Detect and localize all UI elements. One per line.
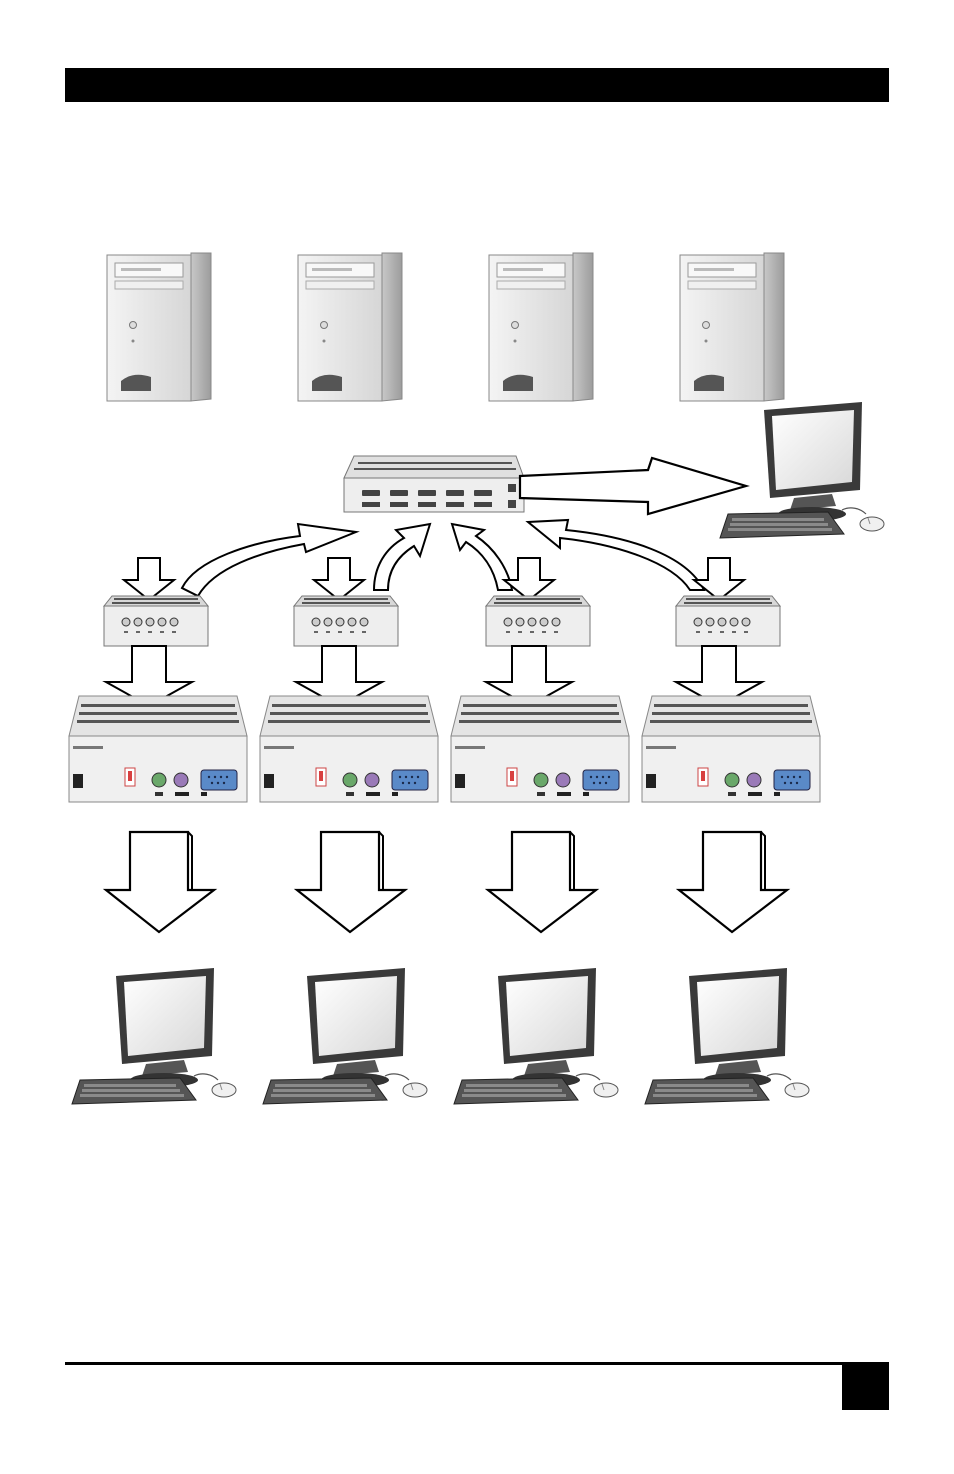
local-unit (486, 596, 590, 646)
down-arrow (504, 558, 554, 600)
local-unit (104, 596, 208, 646)
down-arrow (314, 558, 364, 600)
server-tower (489, 253, 593, 401)
arrow-to-console (520, 458, 746, 514)
remote-unit (260, 696, 438, 802)
server-tower (298, 253, 402, 401)
curved-arrow (374, 524, 430, 590)
remote-unit (642, 696, 820, 802)
down-arrow (297, 832, 405, 932)
down-arrow (488, 832, 596, 932)
remote-workstation (645, 968, 809, 1104)
remote-workstation (263, 968, 427, 1104)
remote-unit (69, 696, 247, 802)
remote-unit (451, 696, 629, 802)
console-workstation (720, 402, 884, 538)
local-unit (294, 596, 398, 646)
page-number-tab (842, 1363, 889, 1410)
down-arrow (124, 558, 174, 600)
down-arrow (694, 558, 744, 600)
local-unit (676, 596, 780, 646)
down-arrow (106, 832, 214, 932)
remote-workstation (72, 968, 236, 1104)
down-arrow (679, 832, 787, 932)
server-tower (680, 253, 784, 401)
server-tower (107, 253, 211, 401)
remote-workstation (454, 968, 618, 1104)
footer-rule (65, 1362, 889, 1365)
kvm-switch (344, 456, 524, 512)
